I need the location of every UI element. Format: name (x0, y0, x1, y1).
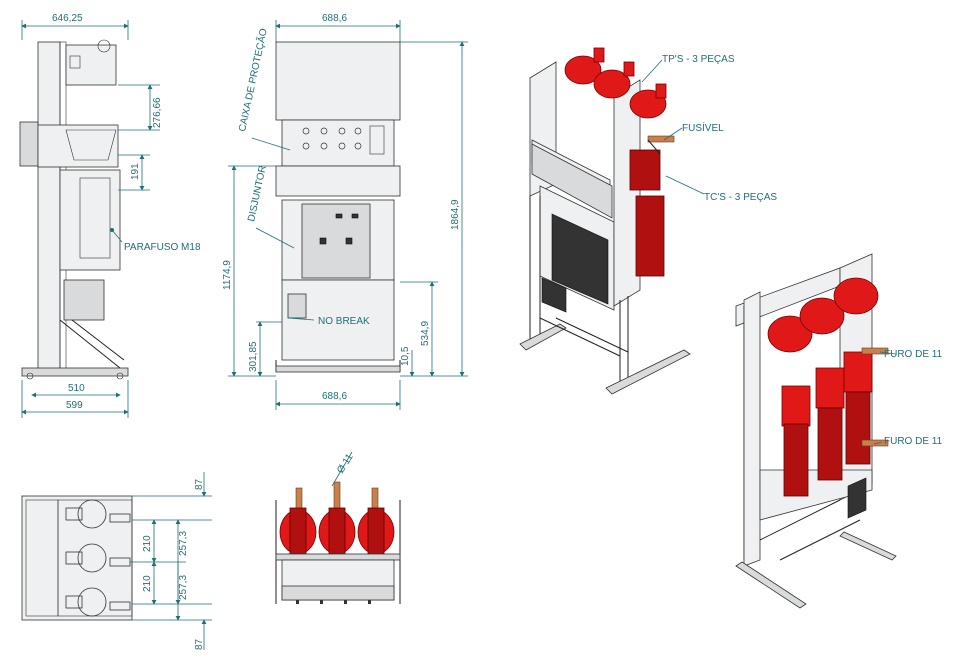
dim-plan-1: 87 (194, 478, 205, 490)
dim-side-bottom2: 599 (66, 400, 83, 411)
dim-plan-5: 257,3 (178, 575, 189, 600)
label-bolt: PARAFUSO M18 (124, 242, 201, 253)
iso-view-bottom: FURO DE 11 FURO DE 11 (735, 253, 943, 609)
dim-front-width-bottom: 688,6 (322, 391, 347, 402)
label-tcs: TC'S - 3 PEÇAS (704, 192, 777, 203)
dim-plan-6: 87 (194, 638, 205, 650)
dim-plan-3: 210 (142, 535, 153, 552)
label-fuse: FUSÍVEL (682, 121, 724, 134)
dim-front-low: 301,85 (248, 341, 259, 372)
dim-plan-2: 257,3 (178, 531, 189, 556)
label-nobreak: NO BREAK (318, 316, 370, 327)
label-protection-box: CAIXA DE PROTEÇÃO (235, 27, 270, 133)
dim-front-width-top: 688,6 (322, 13, 347, 24)
front-view: 688,6 CAIXA DE PROTEÇÃO DISJUNTOR NO BRE… (222, 13, 468, 410)
dim-side-bottom1: 510 (68, 383, 85, 394)
dim-front-min: 10,5 (400, 346, 411, 366)
label-diameter: Ø 11 (335, 452, 356, 476)
plan-view: 87 257,3 210 210 257,3 87 (21, 472, 212, 650)
dim-side-h2: 191 (130, 163, 141, 180)
dim-front-total: 1864,9 (450, 199, 461, 230)
label-hole-2: FURO DE 11 (884, 436, 943, 447)
label-breaker: DISJUNTOR (246, 165, 269, 223)
label-tps: TP'S - 3 PEÇAS (662, 54, 735, 65)
front-small-view: Ø 11 (275, 452, 401, 604)
iso-view-top: TP'S - 3 PEÇAS FUSÍVEL TC'S - 3 PEÇAS (519, 47, 777, 395)
label-hole-1: FURO DE 11 (884, 349, 943, 360)
dim-side-top: 646,25 (52, 13, 83, 24)
dim-front-nobreak: 534,9 (420, 321, 431, 346)
dim-side-h1: 276,66 (152, 97, 163, 128)
side-view: 646,25 276,66 191 PARAFUSO M18 510 (19, 13, 201, 418)
dim-front-breaker: 1174,9 (222, 260, 233, 290)
dim-plan-4: 210 (142, 575, 153, 592)
